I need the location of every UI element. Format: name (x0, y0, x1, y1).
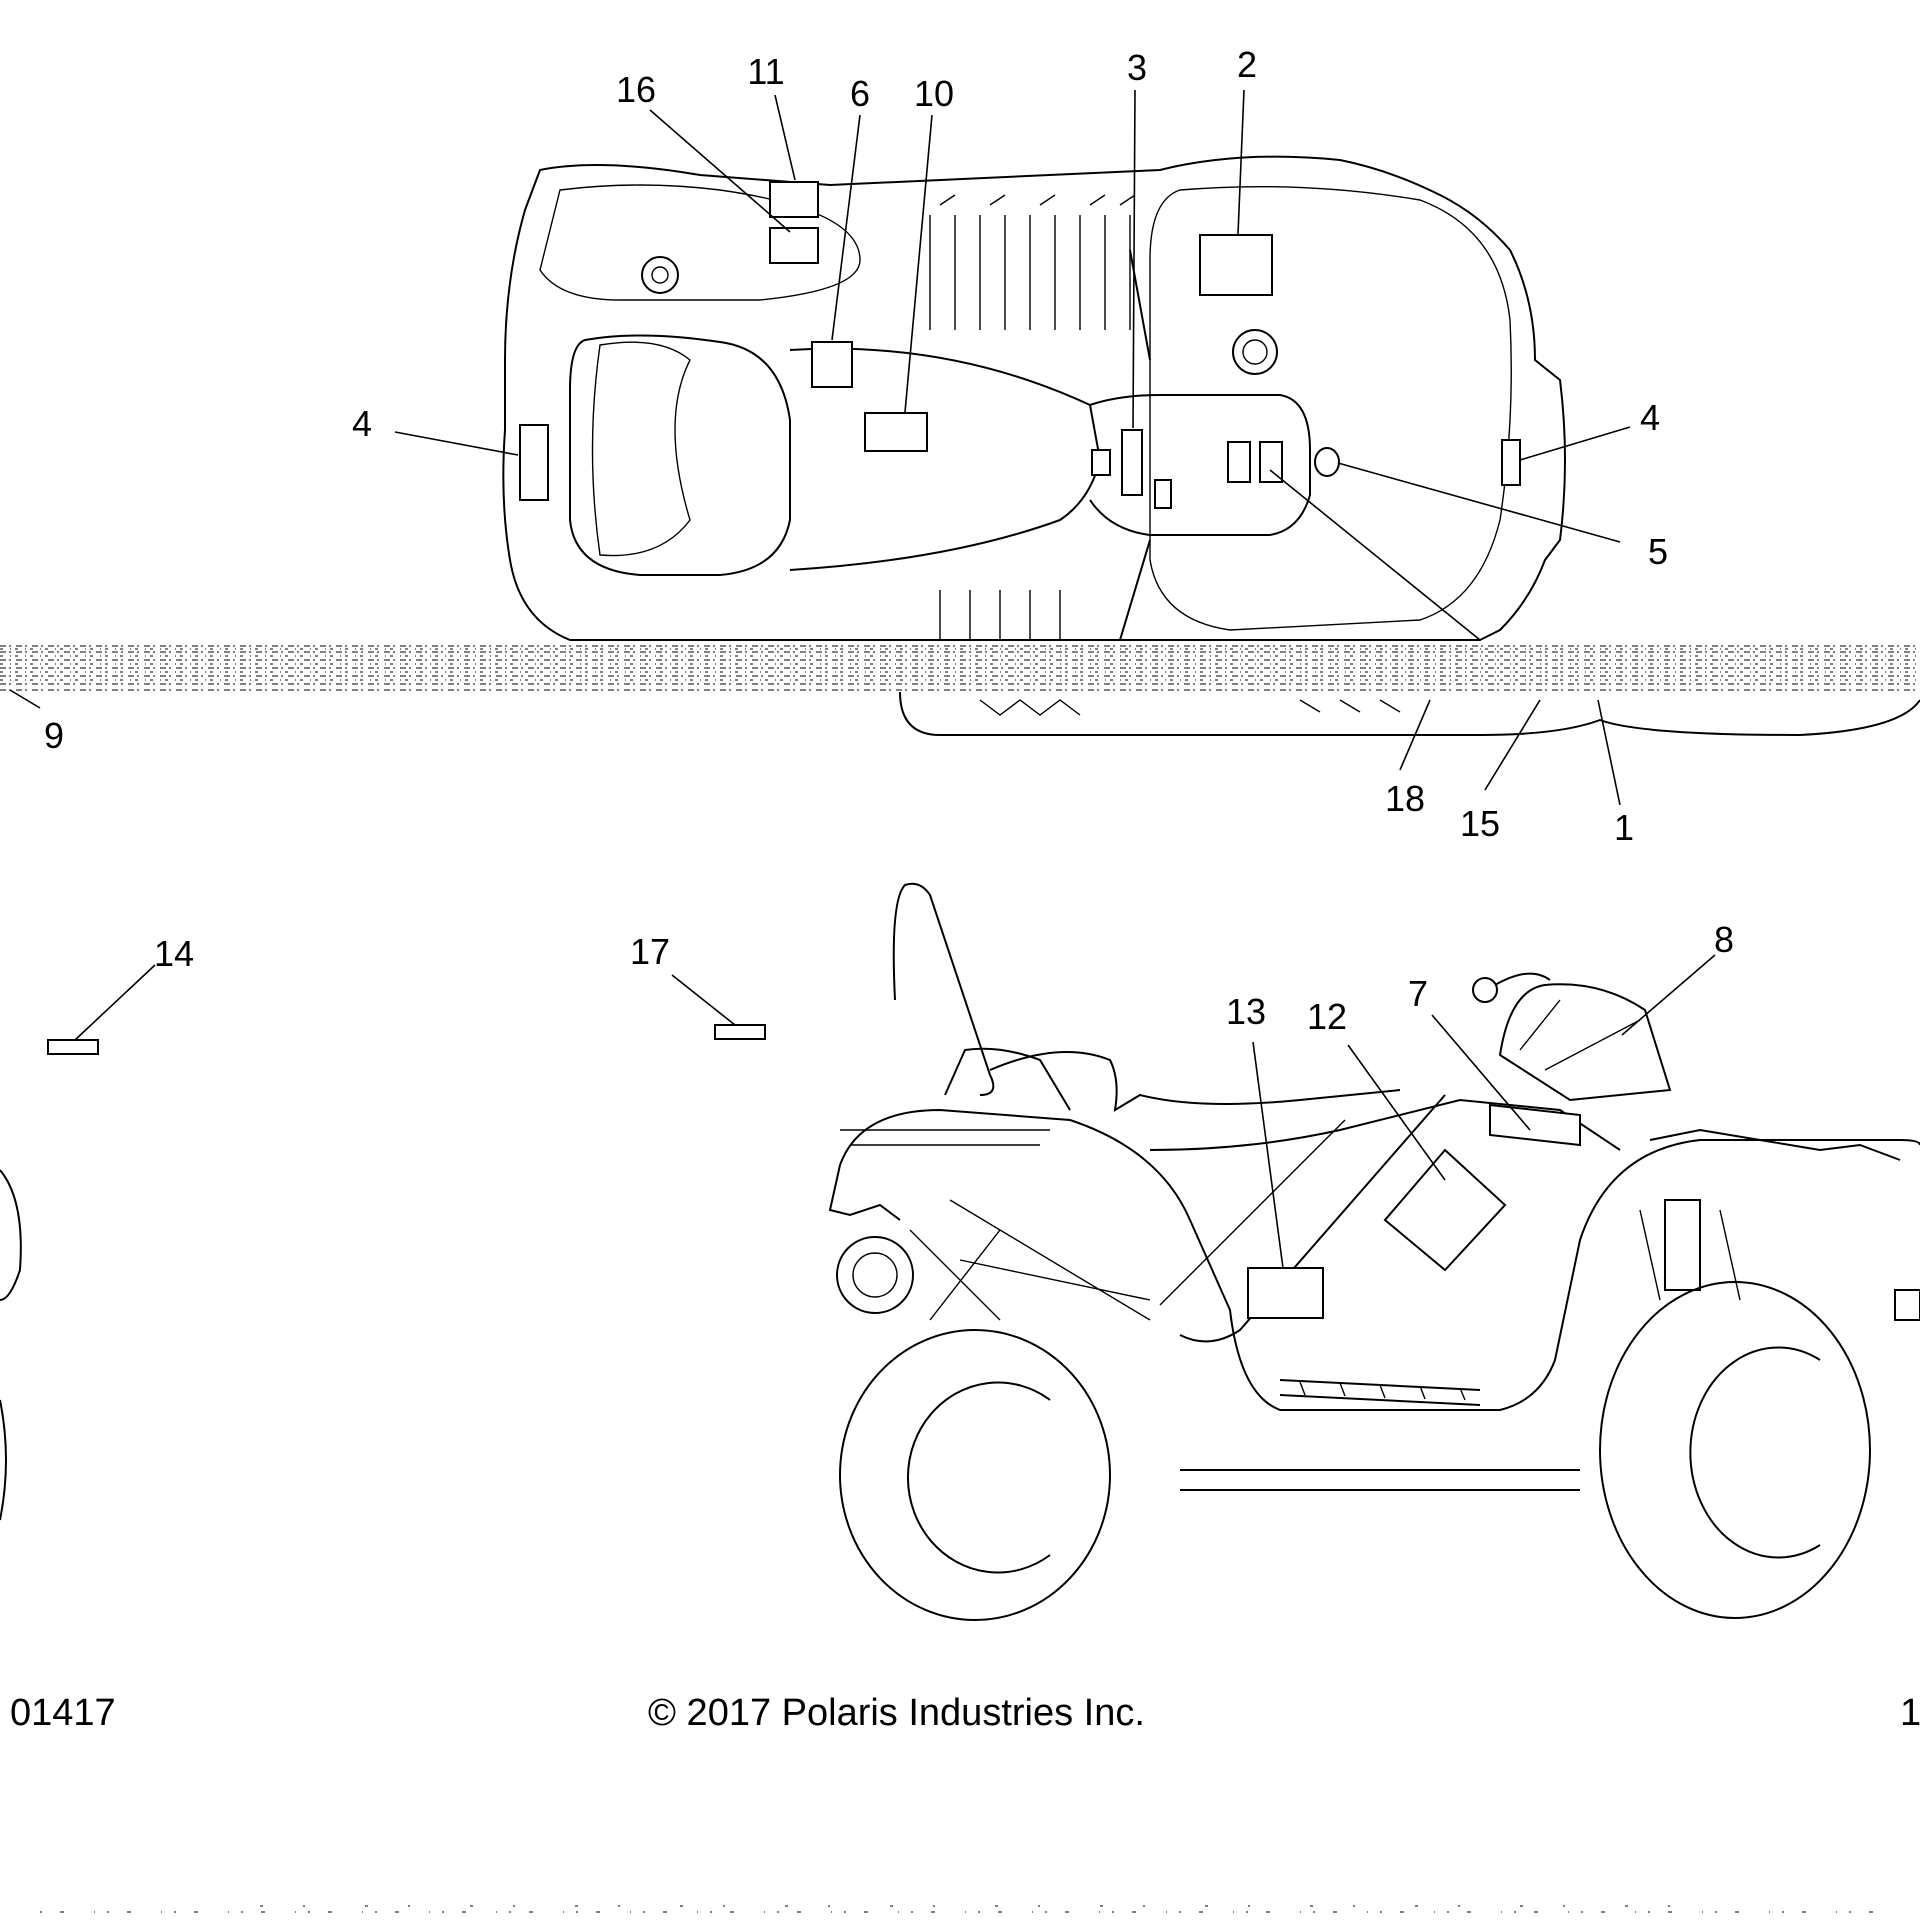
callout-15: 15 (1460, 803, 1500, 844)
callout-18: 18 (1385, 778, 1425, 819)
callout-16: 16 (616, 69, 656, 110)
copyright-notice: © 2017 Polaris Industries Inc. (648, 1692, 1145, 1734)
callout-5: 5 (1648, 531, 1668, 572)
callout-13: 13 (1226, 991, 1266, 1032)
decal-13 (1247, 1267, 1324, 1319)
callout-8: 8 (1714, 919, 1734, 960)
decal-3 (1121, 429, 1143, 496)
callout-3: 3 (1127, 47, 1147, 88)
decal-3b (1091, 449, 1111, 476)
front-wheel (1599, 1281, 1871, 1619)
bottom-scan-noise (40, 1905, 1900, 1913)
atv-top-view (502, 155, 1566, 641)
callout-labels: 16 11 6 10 3 2 4 4 5 9 18 15 1 14 17 13 … (44, 44, 1734, 1037)
callout-11: 11 (747, 51, 784, 92)
drawing-code: 01417 (10, 1692, 116, 1734)
callout-4-left: 4 (352, 403, 372, 444)
rear-wheel (839, 1329, 1111, 1621)
decal-5c (1314, 447, 1340, 477)
decal-12 (1383, 1148, 1507, 1272)
decal-17 (714, 1024, 766, 1040)
decal-16 (769, 227, 819, 264)
footrest-ribs-top (929, 194, 1136, 330)
callout-7: 7 (1408, 973, 1428, 1014)
decal-7 (1489, 1103, 1581, 1147)
decal-10 (864, 412, 928, 452)
callout-12: 12 (1307, 996, 1347, 1037)
decal-5a (1227, 441, 1251, 483)
footer: 01417 © 2017 Polaris Industries Inc. 1 (10, 1692, 1920, 1734)
decal-3c (1154, 479, 1172, 509)
callout-4-right: 4 (1640, 397, 1660, 438)
decal-14 (47, 1039, 99, 1055)
footrest-ribs-bottom (939, 590, 1061, 640)
callout-17: 17 (630, 931, 670, 972)
atv-top-view-lower (899, 691, 1920, 737)
page-number-fragment: 1 (1900, 1692, 1920, 1734)
decal-11 (769, 181, 819, 218)
leader-lines (9, 89, 1716, 1269)
callout-1: 1 (1614, 807, 1634, 848)
callout-6: 6 (850, 73, 870, 114)
callout-10: 10 (914, 73, 954, 114)
decal-6 (811, 341, 853, 388)
callout-9: 9 (44, 715, 64, 756)
callout-2: 2 (1237, 44, 1257, 85)
callout-14: 14 (154, 933, 194, 974)
scan-artifact-band (0, 642, 1920, 692)
decal-2 (1199, 234, 1273, 296)
decal-5b (1259, 441, 1283, 483)
atv-side-view (0, 882, 1920, 1621)
